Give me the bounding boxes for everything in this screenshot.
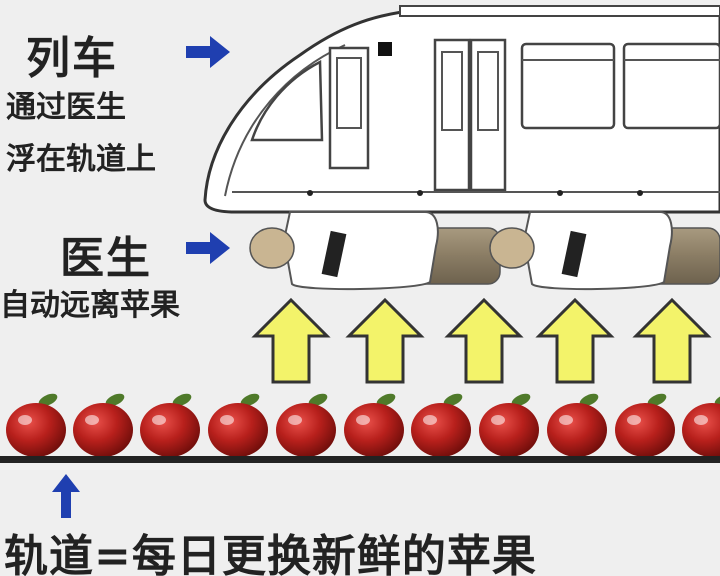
apple-icon <box>479 393 539 457</box>
arrow-right-icon <box>186 36 230 68</box>
train-title: 列车 <box>26 33 118 84</box>
apple-icon <box>682 393 720 457</box>
apple-icon <box>344 393 404 457</box>
arrow-right-icon <box>186 232 230 264</box>
arrow-up-icon <box>345 297 425 384</box>
apple-icon <box>411 393 471 457</box>
apple-icon <box>6 393 66 457</box>
arrow-up-icon <box>52 474 80 518</box>
apple-icon <box>140 393 200 457</box>
repel-arrows <box>251 297 712 384</box>
doctor-description: 自动远离苹果 <box>0 288 180 323</box>
doctor-1 <box>249 211 501 291</box>
track <box>0 456 720 463</box>
arrow-up-icon <box>251 297 331 384</box>
apple-icon <box>73 393 133 457</box>
apple-icon <box>615 393 675 457</box>
train-description-line-1: 通过医生 <box>6 90 126 125</box>
train <box>203 5 720 214</box>
apple-icon <box>276 393 336 457</box>
arrow-up-icon <box>444 297 524 384</box>
train-description-line-2: 浮在轨道上 <box>6 142 156 177</box>
track-caption: 轨道=每日更换新鲜的苹果 <box>4 531 537 576</box>
apple-icon <box>208 393 268 457</box>
apple-row <box>6 393 720 457</box>
arrow-up-icon <box>535 297 615 384</box>
doctor-title: 医生 <box>60 233 152 284</box>
doctor-2 <box>489 211 720 291</box>
arrow-up-icon <box>632 297 712 384</box>
apple-icon <box>547 393 607 457</box>
